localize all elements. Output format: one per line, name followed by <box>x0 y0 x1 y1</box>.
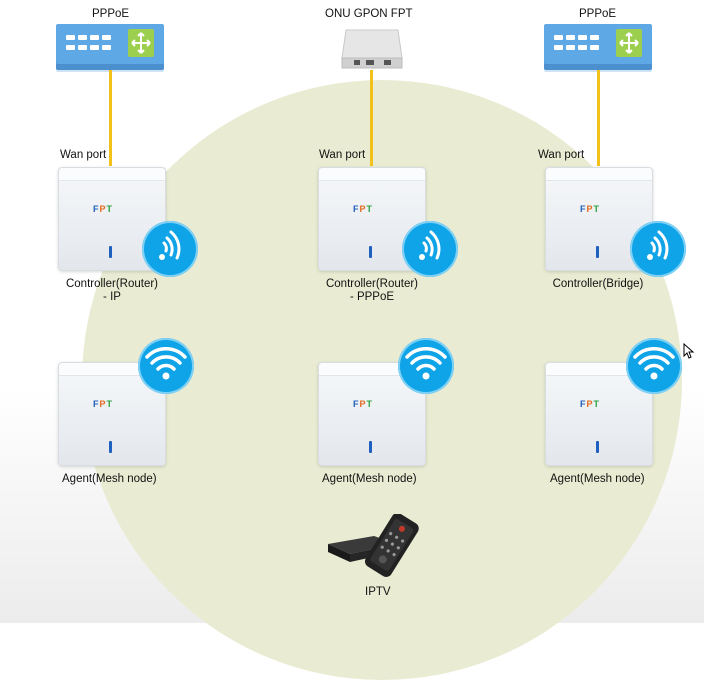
signal-broadcast-icon <box>142 221 198 277</box>
network-switch-icon <box>544 24 652 64</box>
wifi-icon <box>398 338 454 394</box>
signal-broadcast-icon <box>402 221 458 277</box>
uplink-wire <box>370 70 373 166</box>
wan-port-label: Wan port <box>60 149 107 161</box>
fpt-logo: FPT <box>353 204 374 214</box>
uplink-wire <box>109 70 112 166</box>
mesh-router-icon: FPT <box>318 167 426 271</box>
onu-device-icon <box>340 26 404 70</box>
signal-broadcast-icon <box>630 221 686 277</box>
right-switch-label: PPPoE <box>579 8 617 20</box>
mouse-cursor-icon <box>683 342 695 364</box>
fpt-logo: FPT <box>93 204 114 214</box>
iptv-label: IPTV <box>365 586 391 598</box>
fpt-logo: FPT <box>353 399 374 409</box>
wan-port-label: Wan port <box>538 149 585 161</box>
onu-label: ONU GPON FPT <box>325 8 413 20</box>
agent-label-1: Agent(Mesh node) <box>62 473 157 485</box>
wifi-icon <box>138 338 194 394</box>
network-switch-icon <box>56 24 164 64</box>
mesh-router-icon: FPT <box>58 167 166 271</box>
wifi-icon <box>626 338 682 394</box>
controller-label-1: Controller(Router)- IP <box>65 278 159 303</box>
uplink-wire <box>597 70 600 166</box>
agent-label-2: Agent(Mesh node) <box>322 473 417 485</box>
controller-label-3: Controller(Bridge) <box>552 278 644 290</box>
controller-label-2: Controller(Router)- PPPoE <box>325 278 419 303</box>
left-switch-label: PPPoE <box>92 8 130 20</box>
agent-label-3: Agent(Mesh node) <box>550 473 645 485</box>
fpt-logo: FPT <box>580 399 601 409</box>
fpt-logo: FPT <box>93 399 114 409</box>
iptv-box-icon <box>326 512 434 578</box>
fpt-logo: FPT <box>580 204 601 214</box>
wan-port-label: Wan port <box>319 149 366 161</box>
